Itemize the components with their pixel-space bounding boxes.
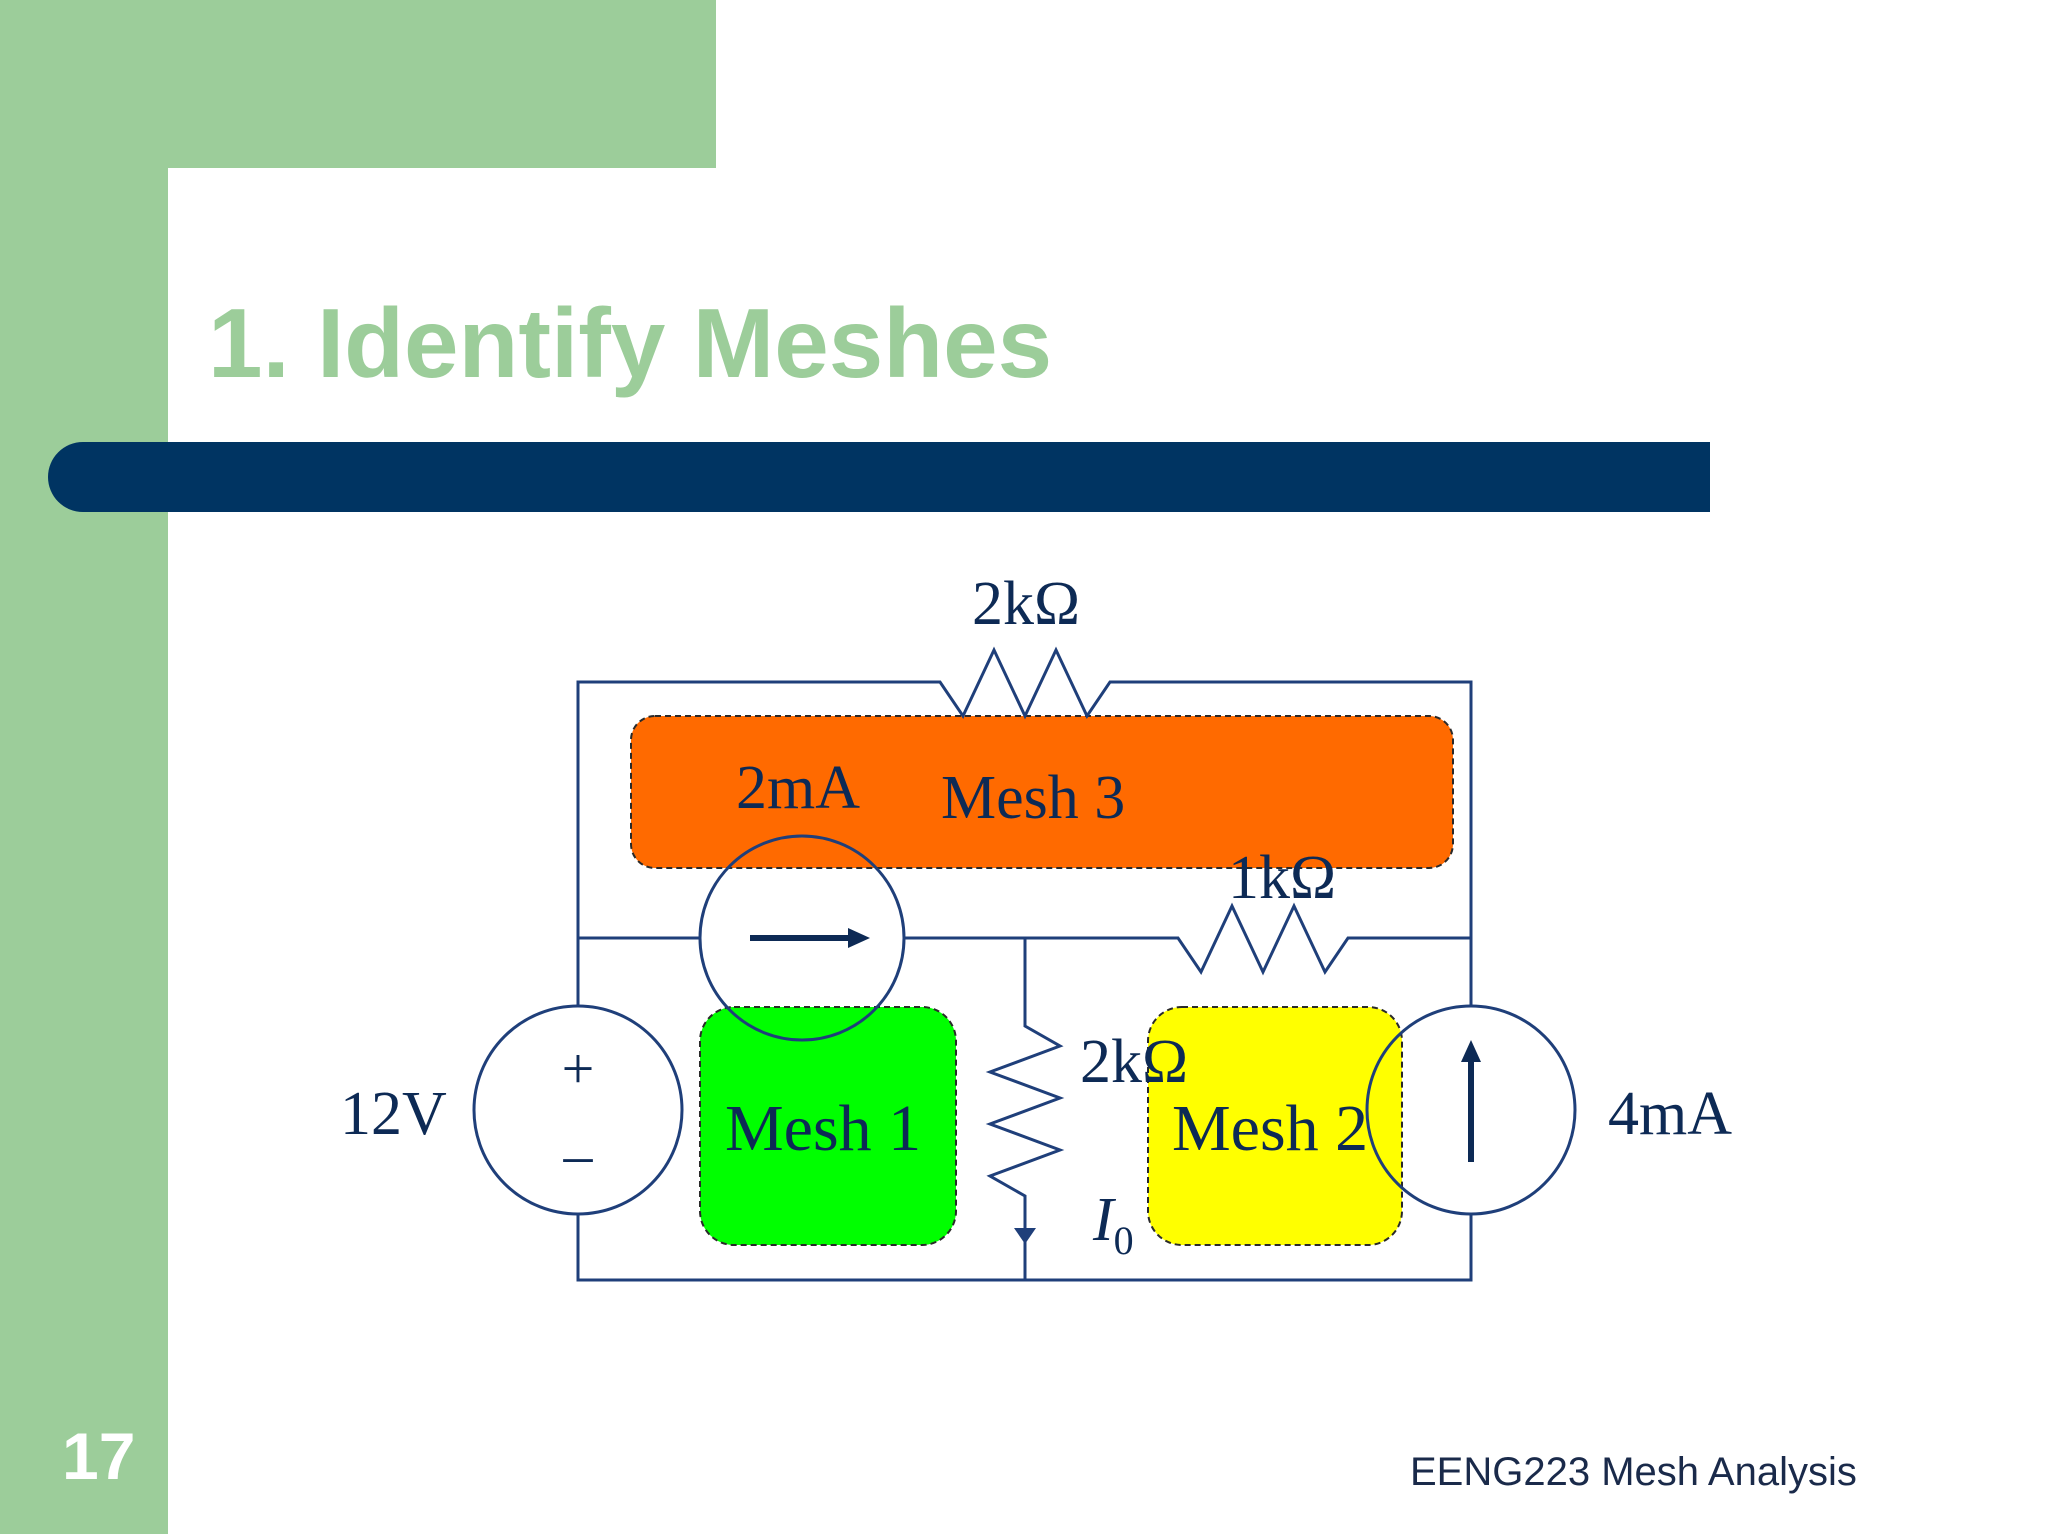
top-wire	[576, 646, 1473, 1006]
slide-number: 17	[62, 1419, 136, 1493]
bottom-wire	[576, 1214, 1473, 1282]
left-green-band	[0, 0, 168, 1534]
top-resistor-label: 2kΩ	[972, 570, 1080, 638]
current-source-4ma	[1365, 1004, 1577, 1216]
title-underline-bar	[48, 442, 1710, 512]
current-source-2ma-label: 2mA	[736, 754, 860, 822]
middle-wire	[578, 902, 1471, 976]
minus-sign: –	[563, 1122, 594, 1187]
top-green-band	[0, 0, 716, 168]
current-i0-letter: I	[1092, 1186, 1117, 1254]
footer-text: EENG223 Mesh Analysis	[1410, 1450, 1857, 1494]
current-i0-subscript: 0	[1114, 1218, 1134, 1263]
mesh1-label: Mesh 1	[725, 1092, 921, 1165]
current-source-2ma-arrowhead	[848, 928, 870, 948]
current-source-4ma-arrowhead	[1461, 1040, 1481, 1062]
mesh3-label: Mesh 3	[941, 764, 1125, 832]
mesh2-label: Mesh 2	[1172, 1092, 1368, 1165]
plus-sign: +	[562, 1036, 595, 1101]
mesh3-region	[630, 715, 1454, 869]
slide-title: 1. Identify Meshes	[208, 288, 1053, 398]
voltage-source-12v	[472, 1004, 684, 1216]
current-source-2ma	[698, 834, 906, 1042]
current-direction-arrowhead	[1014, 1228, 1036, 1244]
middle-resistor-label: 2kΩ	[1080, 1028, 1188, 1096]
current-i0-label: I0	[1092, 1186, 1134, 1263]
right-resistor-label: 1kΩ	[1228, 844, 1336, 912]
mesh1-region	[699, 1006, 957, 1246]
voltage-source-label: 12V	[340, 1080, 447, 1148]
mesh2-region	[1147, 1006, 1403, 1246]
middle-branch-wire	[985, 938, 1065, 1280]
current-source-4ma-label: 4mA	[1608, 1080, 1732, 1148]
